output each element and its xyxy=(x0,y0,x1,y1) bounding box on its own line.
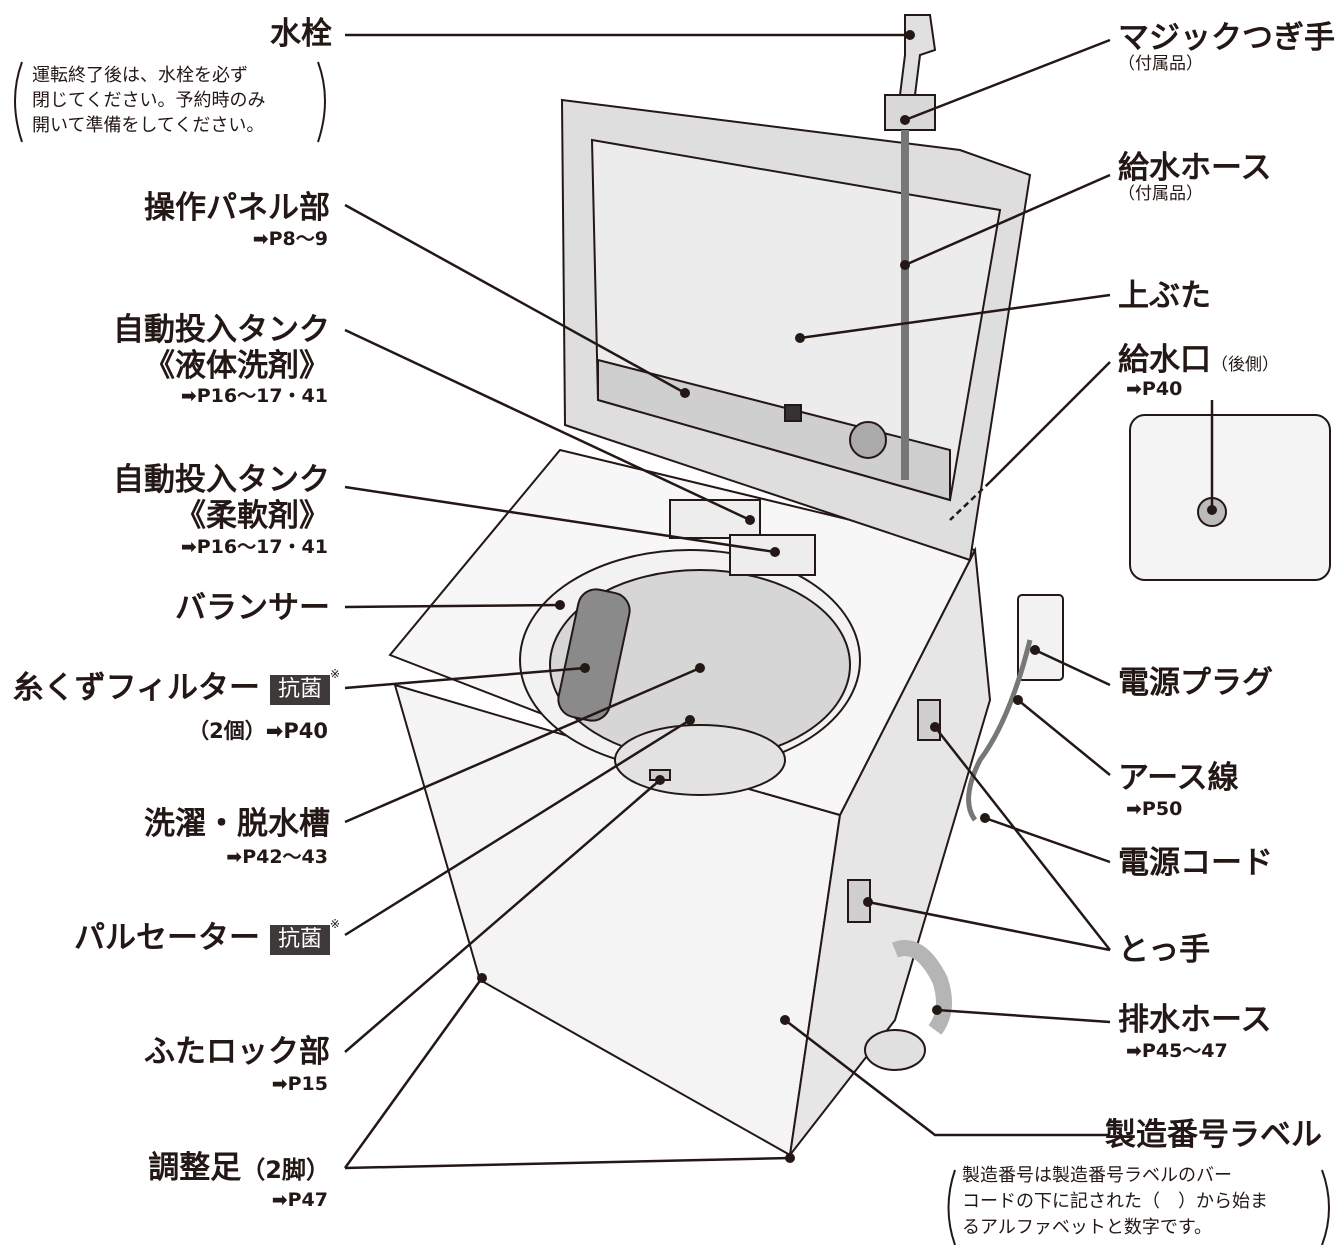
note-brackets xyxy=(14,61,1330,1245)
label-serial-label: 製造番号ラベル xyxy=(1105,1117,1322,1153)
ref-drain-hose: ➡P45～47 xyxy=(1126,1040,1228,1062)
label-lint-filter: 糸くずフィルター抗菌※ xyxy=(13,667,340,707)
label-pulsator: パルセーター抗菌※ xyxy=(74,917,340,957)
serial-note-3: るアルファベットと数字です。 xyxy=(962,1217,1213,1238)
ref-water-inlet: ➡P40 xyxy=(1126,378,1183,400)
label-wash-tub: 洗濯・脱水槽 xyxy=(144,806,330,842)
label-auto-tank-liquid-sub: 《液体洗剤》 xyxy=(144,348,330,384)
arrow-icon: ➡ xyxy=(226,846,243,868)
label-magic-joint: マジックつぎ手 xyxy=(1118,20,1335,56)
label-drain-hose: 排水ホース xyxy=(1118,1002,1272,1038)
arrow-icon: ➡ xyxy=(252,228,269,250)
label-control-panel: 操作パネル部 xyxy=(144,190,330,226)
label-auto-tank-softener-sub: 《柔軟剤》 xyxy=(175,498,330,534)
water-tap-note-2: 閉じてください。予約時のみ xyxy=(32,90,266,111)
ref-control-panel: ➡P8～9 xyxy=(252,228,328,250)
arrow-icon: ➡ xyxy=(271,1073,288,1095)
leader-lines xyxy=(343,33,1214,1170)
label-earth-wire: アース線 xyxy=(1118,760,1239,796)
arrow-icon: ➡ xyxy=(180,536,197,558)
label-adjust-feet: 調整足（2脚） xyxy=(148,1150,330,1186)
antibacterial-badge: 抗菌※ xyxy=(269,917,340,955)
label-supply-hose: 給水ホース xyxy=(1118,150,1272,186)
arrow-icon: ➡ xyxy=(265,719,284,743)
label-balancer: バランサー xyxy=(175,590,330,626)
ref-earth-wire: ➡P50 xyxy=(1126,798,1183,820)
label-top-lid: 上ぶた xyxy=(1118,278,1211,314)
ref-auto-tank-liquid: ➡P16～17・41 xyxy=(180,385,328,407)
antibacterial-badge: 抗菌※ xyxy=(269,667,340,705)
arrow-icon: ➡ xyxy=(271,1189,288,1211)
ref-auto-tank-softener: ➡P16～17・41 xyxy=(180,536,328,558)
serial-note-2: コードの下に記された（ ）から始ま xyxy=(962,1191,1268,1212)
arrow-icon: ➡ xyxy=(1126,1040,1142,1062)
asterisk-mark: ※ xyxy=(329,666,340,681)
label-handle: とっ手 xyxy=(1118,932,1211,968)
ref-lid-lock: ➡P15 xyxy=(271,1073,328,1095)
label-power-cord: 電源コード xyxy=(1118,845,1273,881)
label-water-inlet: 給水口（後側） xyxy=(1118,342,1279,378)
label-magic-joint-sub: （付属品） xyxy=(1118,54,1203,74)
ref-wash-tub: ➡P42～43 xyxy=(226,846,328,868)
label-power-plug: 電源プラグ xyxy=(1118,665,1273,701)
arrow-icon: ➡ xyxy=(180,385,197,407)
label-auto-tank-liquid: 自動投入タンク xyxy=(113,312,330,348)
label-auto-tank-softener: 自動投入タンク xyxy=(113,462,330,498)
ref-lint-filter: （2個）➡P40 xyxy=(188,719,328,743)
asterisk-mark: ※ xyxy=(329,916,340,931)
water-tap-note-3: 開いて準備をしてください。 xyxy=(32,115,265,136)
ref-adjust-feet: ➡P47 xyxy=(271,1189,328,1211)
arrow-icon: ➡ xyxy=(1126,378,1142,400)
target-dots xyxy=(477,30,1217,1163)
arrow-icon: ➡ xyxy=(1126,798,1142,820)
label-supply-hose-sub: （付属品） xyxy=(1118,184,1203,204)
serial-note-1: 製造番号は製造番号ラベルのバー xyxy=(962,1165,1232,1186)
water-tap-note-1: 運転終了後は、水栓を必ず xyxy=(32,65,248,86)
label-water-tap: 水栓 xyxy=(270,16,332,52)
label-lid-lock: ふたロック部 xyxy=(144,1034,330,1070)
